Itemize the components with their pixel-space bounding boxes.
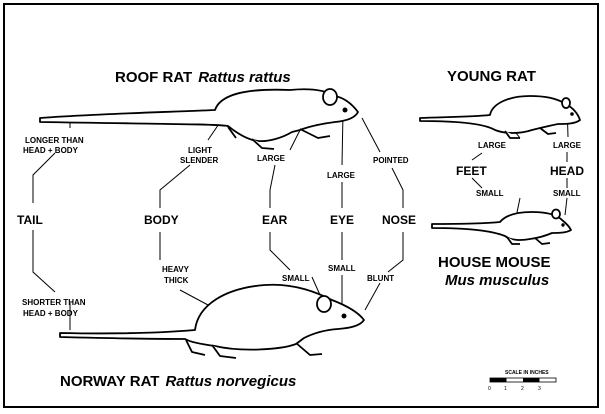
- feet-large: LARGE: [478, 141, 507, 150]
- house-mouse-illustration: [431, 208, 572, 245]
- trait-feet: FEET: [456, 164, 487, 178]
- body-thick: THICK: [164, 276, 189, 285]
- nose-blunt: BLUNT: [367, 274, 394, 283]
- scale-bar: SCALE IN INCHES 0 1 2 3: [488, 370, 557, 392]
- nose-pointed: POINTED: [373, 156, 409, 165]
- trait-tail: TAIL: [17, 213, 43, 227]
- ear-small: SMALL: [282, 274, 310, 283]
- young-rat-title: YOUNG RAT: [447, 68, 536, 85]
- eye-large: LARGE: [327, 171, 356, 180]
- body-heavy: HEAVY: [162, 265, 190, 274]
- scale-tick-1: 1: [504, 386, 507, 392]
- house-mouse-latin: Mus musculus: [445, 272, 549, 289]
- tail-long-line1: LONGER THAN: [25, 136, 84, 145]
- roof-rat-illustration: [39, 88, 359, 150]
- trait-ear: EAR: [262, 213, 288, 227]
- scale-label: SCALE IN INCHES: [505, 370, 549, 376]
- house-mouse-title: HOUSE MOUSE: [438, 254, 551, 271]
- norway-rat-illustration: [59, 283, 365, 359]
- scale-tick-2: 2: [521, 386, 524, 392]
- tail-short-line2: HEAD + BODY: [23, 309, 79, 318]
- body-slender: SLENDER: [180, 156, 218, 165]
- tail-short-line1: SHORTER THAN: [22, 298, 86, 307]
- eye-small: SMALL: [328, 264, 356, 273]
- ear-large: LARGE: [257, 154, 286, 163]
- young-rat-illustration: [419, 95, 581, 139]
- scale-tick-0: 0: [488, 386, 491, 392]
- trait-head: HEAD: [550, 164, 584, 178]
- trait-body: BODY: [144, 213, 179, 227]
- scale-tick-3: 3: [538, 386, 541, 392]
- trait-nose: NOSE: [382, 213, 416, 227]
- tail-long-line2: HEAD + BODY: [23, 146, 79, 155]
- body-light: LIGHT: [188, 146, 212, 155]
- head-small: SMALL: [553, 189, 581, 198]
- feet-small: SMALL: [476, 189, 504, 198]
- head-large: LARGE: [553, 141, 582, 150]
- trait-eye: EYE: [330, 213, 354, 227]
